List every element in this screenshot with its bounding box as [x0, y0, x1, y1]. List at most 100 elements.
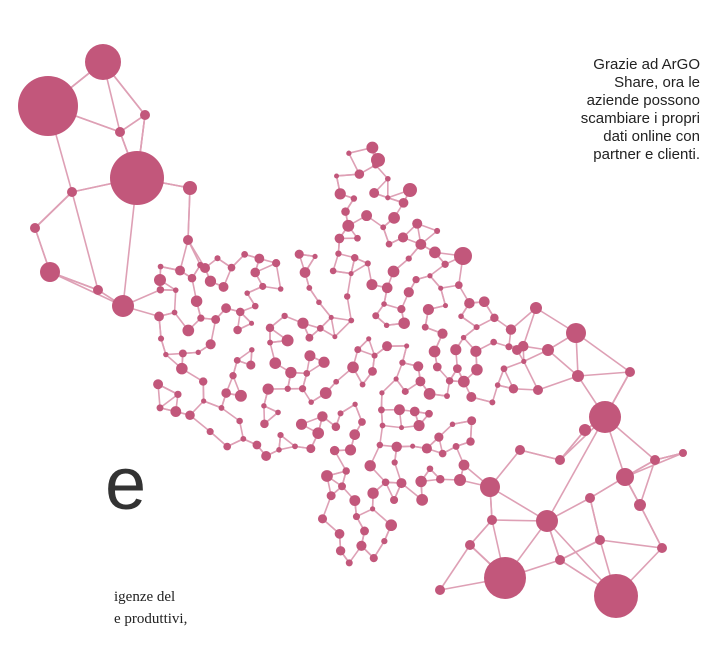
network-node	[338, 482, 346, 491]
network-node	[218, 404, 225, 411]
network-node	[261, 451, 272, 461]
network-node	[218, 281, 229, 292]
network-node	[329, 445, 340, 456]
network-node	[536, 510, 558, 532]
network-node	[426, 465, 434, 473]
network-node	[201, 398, 207, 404]
network-node	[351, 254, 359, 262]
network-node	[156, 286, 165, 294]
network-node	[445, 377, 454, 385]
network-node	[457, 375, 470, 388]
network-node	[467, 416, 477, 426]
network-node	[358, 418, 366, 426]
network-node	[438, 449, 447, 458]
network-node	[299, 267, 311, 278]
network-node	[555, 555, 565, 565]
network-node	[236, 417, 243, 425]
network-edge	[575, 332, 631, 373]
network-node	[154, 311, 164, 322]
network-node	[369, 188, 380, 199]
network-edge	[346, 296, 353, 321]
network-node	[265, 323, 275, 333]
network-node	[478, 296, 490, 308]
network-node	[281, 334, 294, 347]
network-node	[246, 360, 256, 370]
network-edge	[639, 504, 663, 549]
network-node	[460, 334, 467, 341]
network-edge	[203, 400, 222, 409]
caption-line: scambiare i propri	[580, 110, 700, 127]
network-node	[306, 444, 316, 454]
network-node	[233, 356, 241, 364]
network-node	[494, 382, 501, 388]
network-node	[403, 287, 414, 298]
network-node	[442, 302, 449, 309]
network-node	[371, 352, 378, 359]
network-edge	[460, 315, 478, 328]
network-node	[377, 406, 385, 414]
caption-line: Grazie ad ArGO	[593, 56, 700, 73]
network-node	[227, 263, 236, 272]
network-node	[348, 317, 355, 324]
network-edge	[429, 275, 442, 289]
network-node	[153, 379, 164, 390]
network-node	[452, 442, 460, 450]
network-node	[508, 384, 519, 394]
network-node	[254, 253, 265, 264]
network-node	[342, 467, 350, 475]
network-node	[401, 387, 409, 395]
network-node	[438, 285, 444, 291]
network-node	[85, 44, 121, 80]
network-edge	[519, 449, 561, 461]
network-node	[449, 421, 456, 428]
network-edge	[523, 360, 539, 391]
network-node	[616, 468, 634, 486]
network-node	[381, 478, 390, 487]
network-node	[18, 76, 78, 136]
network-edge	[547, 349, 579, 377]
network-node	[470, 345, 482, 357]
network-node	[170, 406, 182, 417]
network-node	[403, 183, 417, 197]
network-node	[364, 460, 376, 472]
network-node	[240, 435, 247, 442]
network-node	[579, 424, 591, 436]
network-edge	[503, 360, 525, 370]
network-edge	[159, 393, 179, 409]
network-node	[385, 195, 391, 201]
network-edge	[546, 416, 606, 522]
network-node	[277, 431, 284, 439]
network-node	[185, 410, 195, 421]
network-node	[334, 173, 340, 179]
network-node	[292, 443, 298, 450]
network-node	[393, 404, 405, 416]
network-node	[555, 455, 565, 465]
network-node	[387, 265, 400, 278]
network-node	[412, 218, 423, 229]
network-edge	[173, 290, 177, 313]
network-node	[326, 491, 336, 501]
network-node	[295, 418, 308, 430]
caption-line: aziende possono	[586, 92, 700, 109]
network-node	[343, 293, 351, 300]
network-node	[319, 387, 332, 399]
network-node	[412, 275, 420, 284]
network-node	[416, 493, 429, 506]
network-node	[154, 274, 166, 286]
network-node	[423, 387, 436, 400]
network-node	[383, 322, 390, 329]
network-node	[466, 392, 477, 402]
network-node	[432, 362, 442, 372]
network-node	[464, 297, 475, 309]
network-node	[234, 389, 247, 402]
network-node	[425, 409, 433, 418]
network-node	[490, 338, 497, 346]
network-edge	[589, 497, 601, 541]
network-node	[345, 559, 353, 567]
network-node	[214, 255, 221, 262]
network-node	[657, 543, 667, 553]
network-node	[304, 350, 316, 362]
network-node	[450, 344, 462, 356]
network-node	[334, 528, 345, 539]
